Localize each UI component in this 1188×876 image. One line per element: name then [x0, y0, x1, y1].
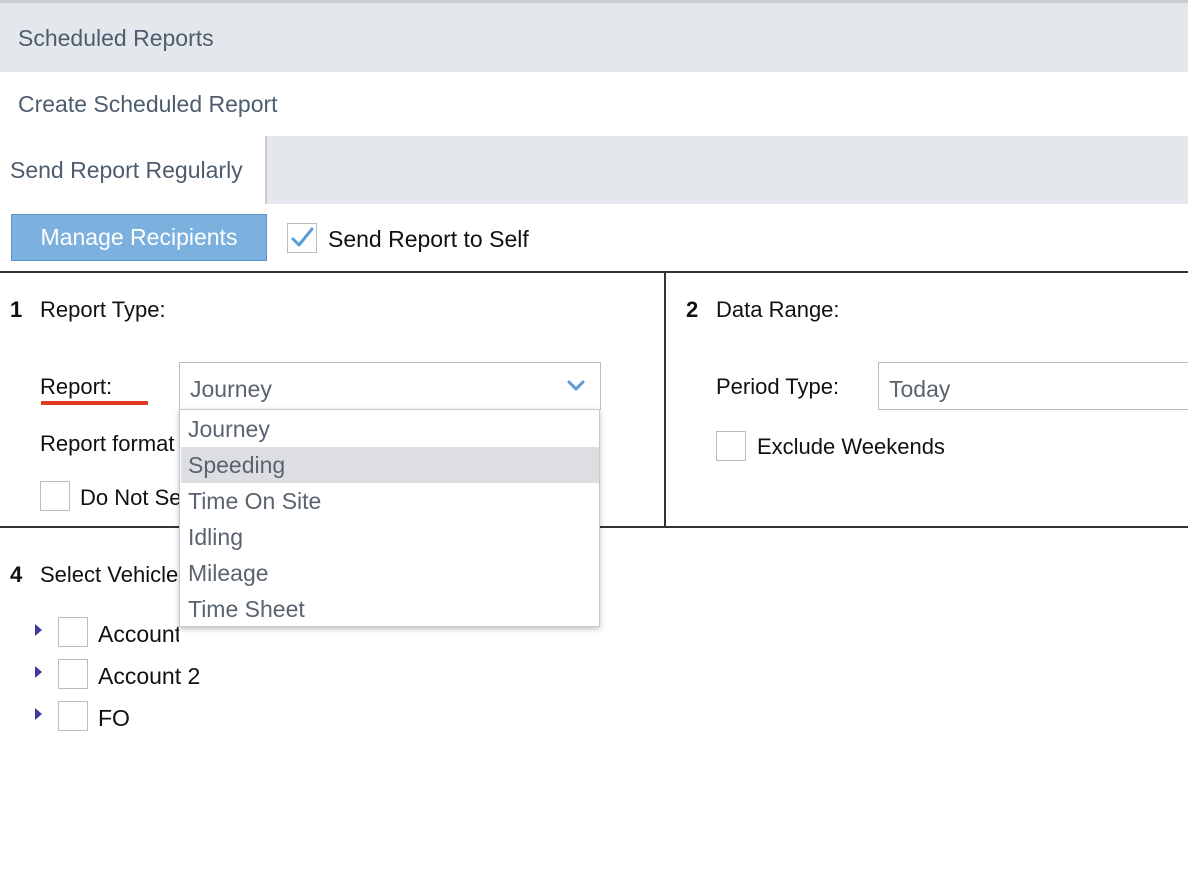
do-not-send-label: Do Not Send [80, 485, 179, 510]
section-title-data-range: Data Range: [716, 297, 840, 322]
dropdown-option-time-on-site[interactable]: Time On Site [188, 488, 322, 514]
tree-checkbox-account-2[interactable] [58, 659, 88, 689]
section-title-report-type: Report Type: [40, 297, 166, 322]
manage-recipients-button[interactable]: Manage Recipients [11, 214, 267, 261]
dropdown-option-mileage[interactable]: Mileage [188, 560, 269, 586]
page-header-title: Scheduled Reports [18, 25, 214, 51]
exclude-weekends-checkbox[interactable] [716, 431, 746, 461]
tree-checkbox-account-1[interactable] [58, 617, 88, 647]
section-divider [664, 271, 666, 528]
expand-arrow-icon[interactable] [35, 708, 42, 720]
section-number-data-range: 2 [686, 297, 699, 322]
tree-label-fo: FO [98, 705, 130, 731]
tree-label-account-2: Account 2 [98, 663, 201, 689]
tab-divider [265, 136, 267, 204]
report-label: Report: [40, 374, 113, 399]
tree-label-account-1: Account 1 [98, 621, 179, 647]
dropdown-option-speeding[interactable]: Speeding [181, 447, 599, 483]
tree-checkbox-fo[interactable] [58, 701, 88, 731]
period-type-label: Period Type: [716, 374, 840, 399]
period-type-select[interactable]: Today [878, 362, 1188, 410]
expand-arrow-icon[interactable] [35, 666, 42, 678]
send-to-self-label: Send Report to Self [328, 226, 529, 252]
dropdown-option-time-sheet[interactable]: Time Sheet [188, 596, 305, 622]
top-border [0, 0, 1188, 3]
send-to-self-checkbox[interactable] [287, 223, 317, 253]
report-format-label: Report format [40, 431, 175, 456]
section-top-border [0, 271, 1188, 273]
expand-arrow-icon[interactable] [35, 624, 42, 636]
page-subtitle: Create Scheduled Report [18, 91, 278, 117]
report-select[interactable]: Journey [179, 362, 601, 410]
dropdown-option-journey[interactable]: Journey [188, 416, 270, 442]
section-title-select-vehicles: Select Vehicles [40, 562, 179, 587]
validation-underline [41, 401, 148, 405]
tab-send-report-regularly[interactable]: Send Report Regularly [10, 157, 243, 183]
section-number-select-vehicles: 4 [10, 562, 23, 587]
dropdown-option-idling[interactable]: Idling [188, 524, 243, 550]
section-number-report-type: 1 [10, 297, 23, 322]
checkmark-icon [291, 227, 314, 247]
exclude-weekends-label: Exclude Weekends [757, 434, 945, 459]
do-not-send-checkbox[interactable] [40, 481, 70, 511]
tab-strip-fill [267, 136, 1188, 204]
report-select-value: Journey [190, 376, 272, 402]
period-type-value: Today [889, 376, 951, 402]
report-dropdown-menu: Journey Speeding Time On Site Idling Mil… [179, 409, 600, 627]
header-bar [0, 3, 1188, 72]
chevron-down-icon [566, 379, 586, 398]
